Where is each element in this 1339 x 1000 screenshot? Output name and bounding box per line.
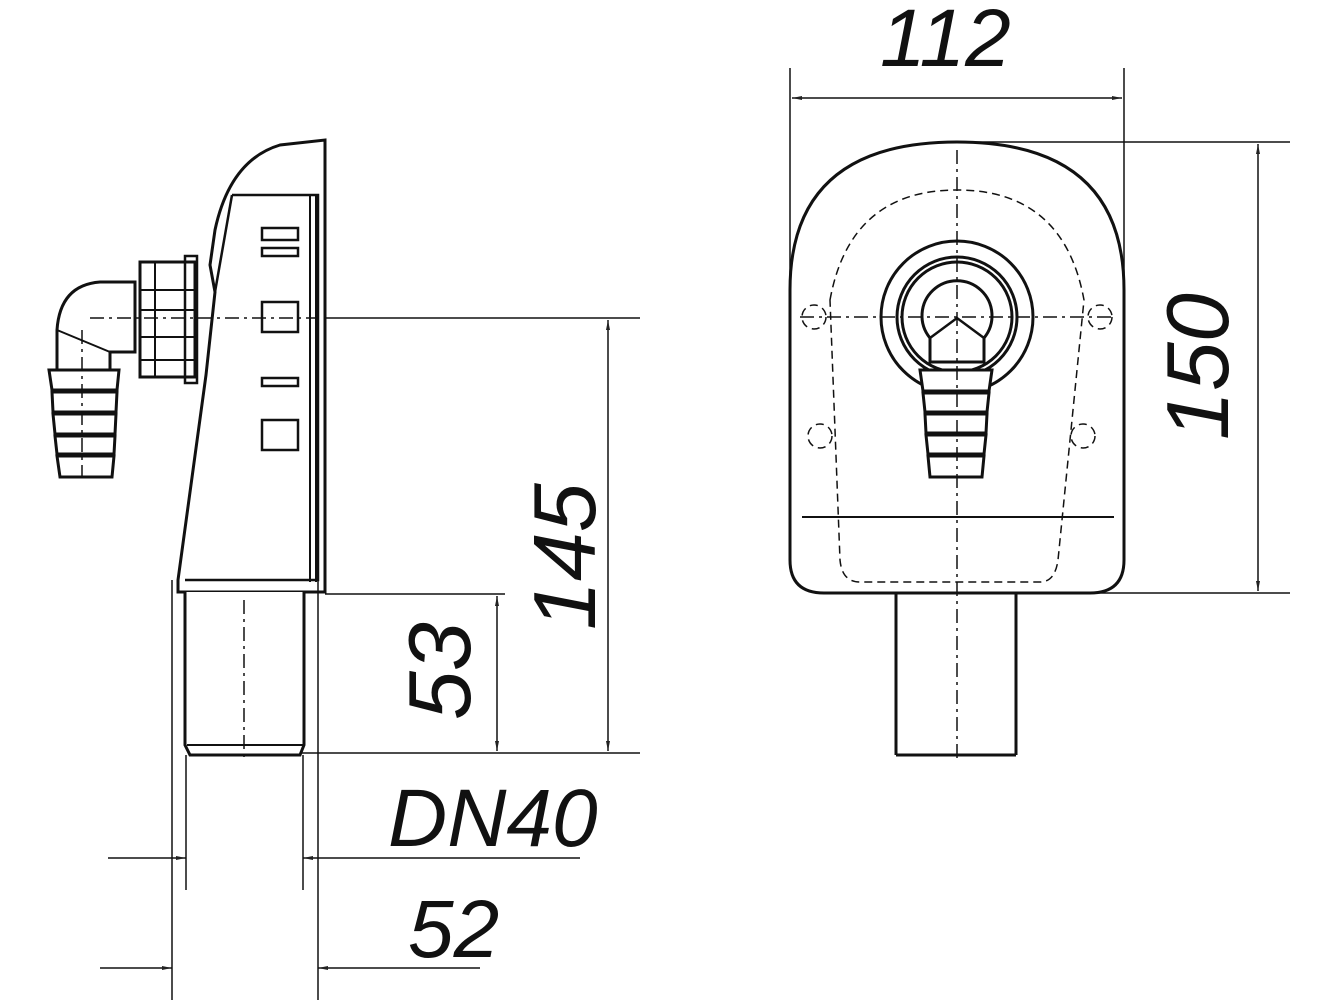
front-centerlines [800,150,1112,760]
side-centerlines [81,317,318,760]
side-view [47,138,327,757]
dim-112-label: 112 [880,0,1011,84]
front-hidden-lines [801,189,1113,583]
dim-53-label: 53 [390,622,489,720]
front-dimension-lines [789,68,1290,594]
dim-52-label: 52 [408,884,499,975]
dim-145-label: 145 [515,482,614,630]
dim-dn40-label: DN40 [388,773,598,864]
dim-150-label: 150 [1148,293,1247,440]
side-dimension-lines [100,317,640,1000]
